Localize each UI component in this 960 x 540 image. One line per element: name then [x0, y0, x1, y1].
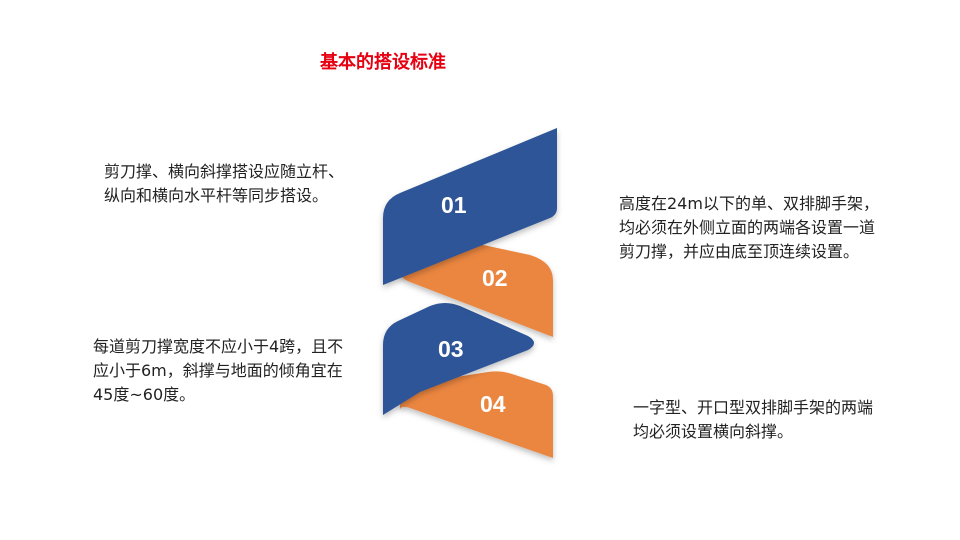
step-03-shape: 03 — [383, 303, 534, 415]
text-left-bottom: 每道剪刀撑宽度不应小于4跨，且不应小于6m，斜撑与地面的倾角宜在45度~60度。 — [93, 337, 344, 404]
text-right-top: 高度在24m以下的单、双排脚手架，均必须在外侧立面的两端各设置一道剪刀撑，并应由… — [619, 194, 879, 261]
step-02-number: 02 — [482, 265, 508, 291]
text-right-bottom: 一字型、开口型双排脚手架的两端均必须设置横向斜撑。 — [633, 398, 874, 441]
step-04-shape: 04 — [400, 371, 553, 458]
step-01-shape: 01 — [383, 128, 557, 285]
page-title: 基本的搭设标准 — [320, 52, 446, 73]
text-left-top: 剪刀撑、横向斜撑搭设应随立杆、纵向和横向水平杆等同步搭设。 — [104, 162, 345, 205]
step-04-number: 04 — [480, 391, 506, 417]
step-03-number: 03 — [438, 336, 464, 362]
step-01-number: 01 — [441, 192, 467, 218]
